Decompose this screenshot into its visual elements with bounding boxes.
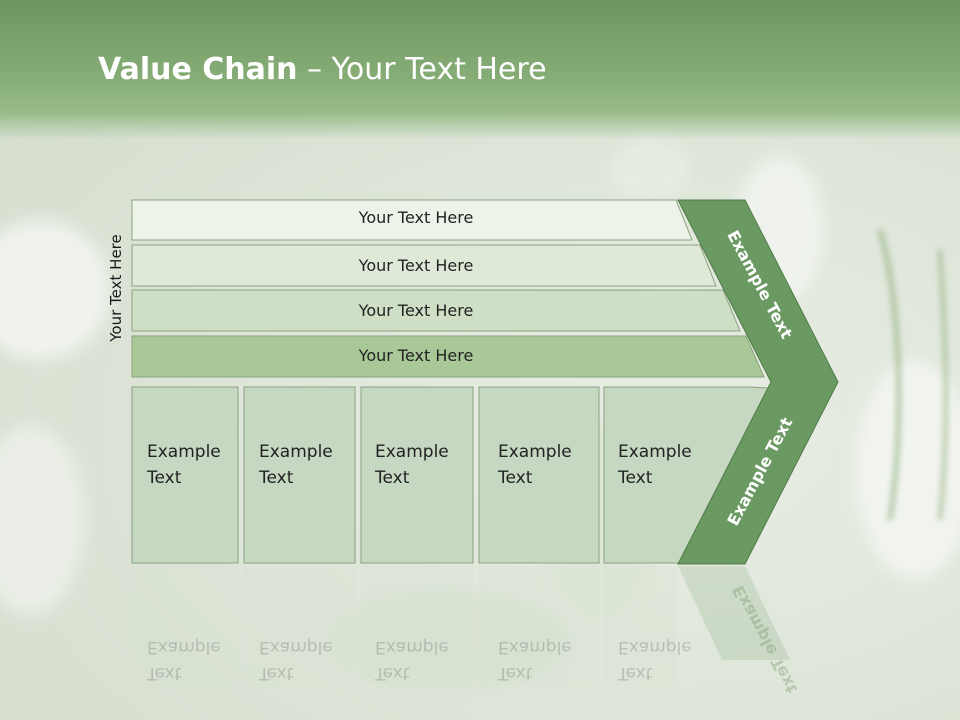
column-text-3-line2: Text xyxy=(375,468,410,488)
row-text-3: Your Text Here xyxy=(358,301,474,320)
title-rest: – Your Text Here xyxy=(297,52,547,87)
column-text-1-line2: Text xyxy=(147,468,182,488)
column-box-1[interactable] xyxy=(131,386,239,564)
column-box-4[interactable] xyxy=(478,386,600,564)
chevron-arrow[interactable] xyxy=(677,199,839,565)
column-text-3-line1: Example xyxy=(375,442,449,462)
column-text-5-line1: Example xyxy=(618,442,692,462)
column-text-2-line2: Text xyxy=(259,468,294,488)
row-bar-2[interactable] xyxy=(131,244,717,287)
title-bold: Value Chain xyxy=(98,52,298,87)
row-bar-4[interactable] xyxy=(131,335,765,378)
row-text-2: Your Text Here xyxy=(358,256,474,275)
column-text-2: Example Text xyxy=(259,439,333,491)
slide-title: Value Chain – Your Text Here xyxy=(98,52,547,87)
column-text-4-line2: Text xyxy=(498,468,533,488)
column-text-5-line2: Text xyxy=(618,468,653,488)
header-band xyxy=(0,0,960,140)
row-bar-3[interactable] xyxy=(131,289,741,332)
column-text-4-line1: Example xyxy=(498,442,572,462)
column-text-5: Example Text xyxy=(618,439,692,491)
column-text-3: Example Text xyxy=(375,439,449,491)
column-box-3[interactable] xyxy=(360,386,474,564)
side-label: Your Text Here xyxy=(107,234,125,342)
column-box-2[interactable] xyxy=(243,386,356,564)
column-text-1-line1: Example xyxy=(147,442,221,462)
row-bar-1[interactable] xyxy=(131,199,693,241)
column-text-4: Example Text xyxy=(498,439,572,491)
row-text-4: Your Text Here xyxy=(358,346,474,365)
row-text-1: Your Text Here xyxy=(358,208,474,227)
column-text-2-line1: Example xyxy=(259,442,333,462)
column-text-1: Example Text xyxy=(147,439,221,491)
